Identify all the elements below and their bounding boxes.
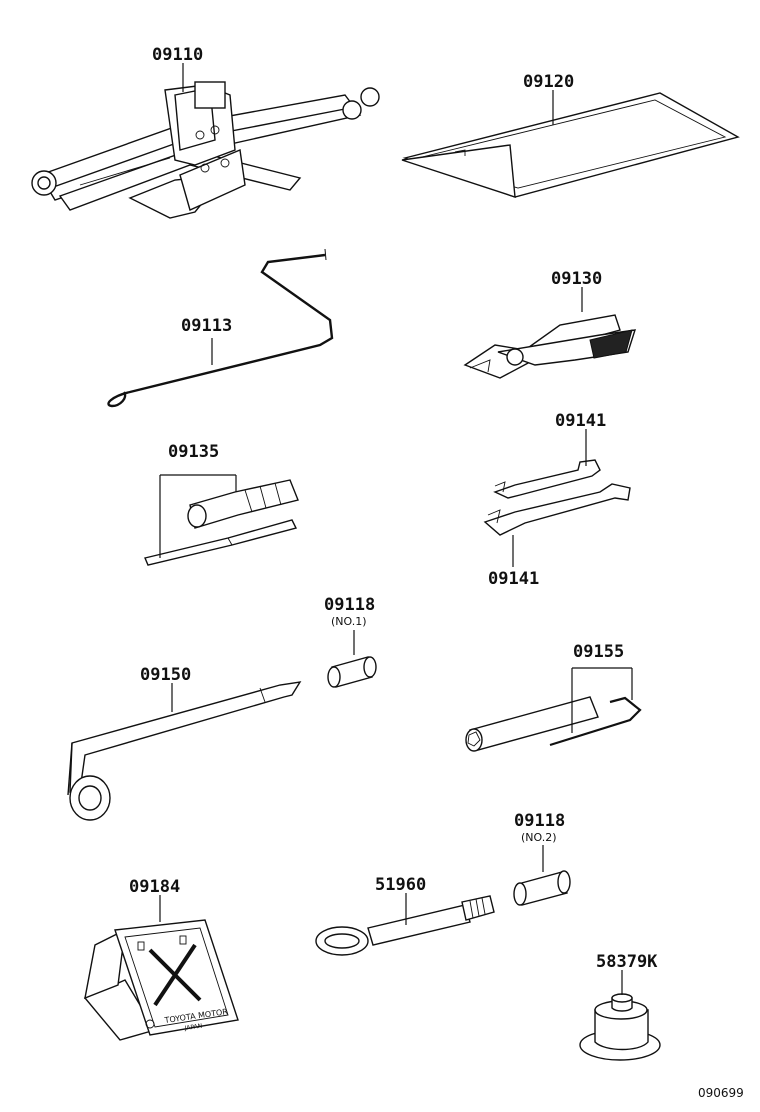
wrench-lower-drawing [483, 483, 631, 536]
pliers-label: 09130 [551, 269, 602, 289]
socket-set-drawing [465, 696, 642, 752]
wheel-chock-stamp2: JAPAN [183, 1023, 202, 1033]
lug-wrench-label: 09150 [140, 665, 191, 685]
extension-no1-drawing [327, 656, 377, 688]
wrench-lower-label: 09141 [488, 569, 539, 589]
socket-set-label: 09155 [573, 642, 624, 662]
wrench-upper-drawing [493, 459, 601, 499]
screwdriver-label: 09135 [168, 442, 219, 462]
jack-handle-drawing [107, 248, 334, 408]
towing-eye-drawing [315, 895, 495, 956]
diagram-reference-number: 090699 [698, 1086, 744, 1100]
tool-bag-drawing [401, 92, 740, 198]
extension-no2-label: 09118 [514, 811, 565, 831]
lug-wrench-drawing [67, 681, 302, 821]
extension-no1-label: 09118 [324, 595, 375, 615]
pliers-drawing [463, 314, 637, 379]
jack-handle-label: 09113 [181, 316, 232, 336]
extension-no2-drawing [513, 870, 571, 906]
jack-label: 09110 [152, 45, 203, 65]
tool-bag-label: 09120 [523, 72, 574, 92]
wheel-chock-drawing: TOYOTA MOTOR JAPAN [83, 919, 239, 1041]
screwdriver-leader-line [159, 474, 237, 558]
socket-set-leader-line [571, 667, 633, 733]
cap-label: 58379K [596, 952, 658, 972]
extension-no2-sublabel: (NO.2) [521, 831, 557, 844]
wrench-upper-label: 09141 [555, 411, 606, 431]
extension-no1-sublabel: (NO.1) [331, 615, 367, 628]
wheel-chock-label: 09184 [129, 877, 180, 897]
screwdriver-drawing [144, 479, 299, 566]
cap-drawing [579, 993, 661, 1061]
jack-drawing [31, 81, 380, 219]
towing-eye-label: 51960 [375, 875, 426, 895]
